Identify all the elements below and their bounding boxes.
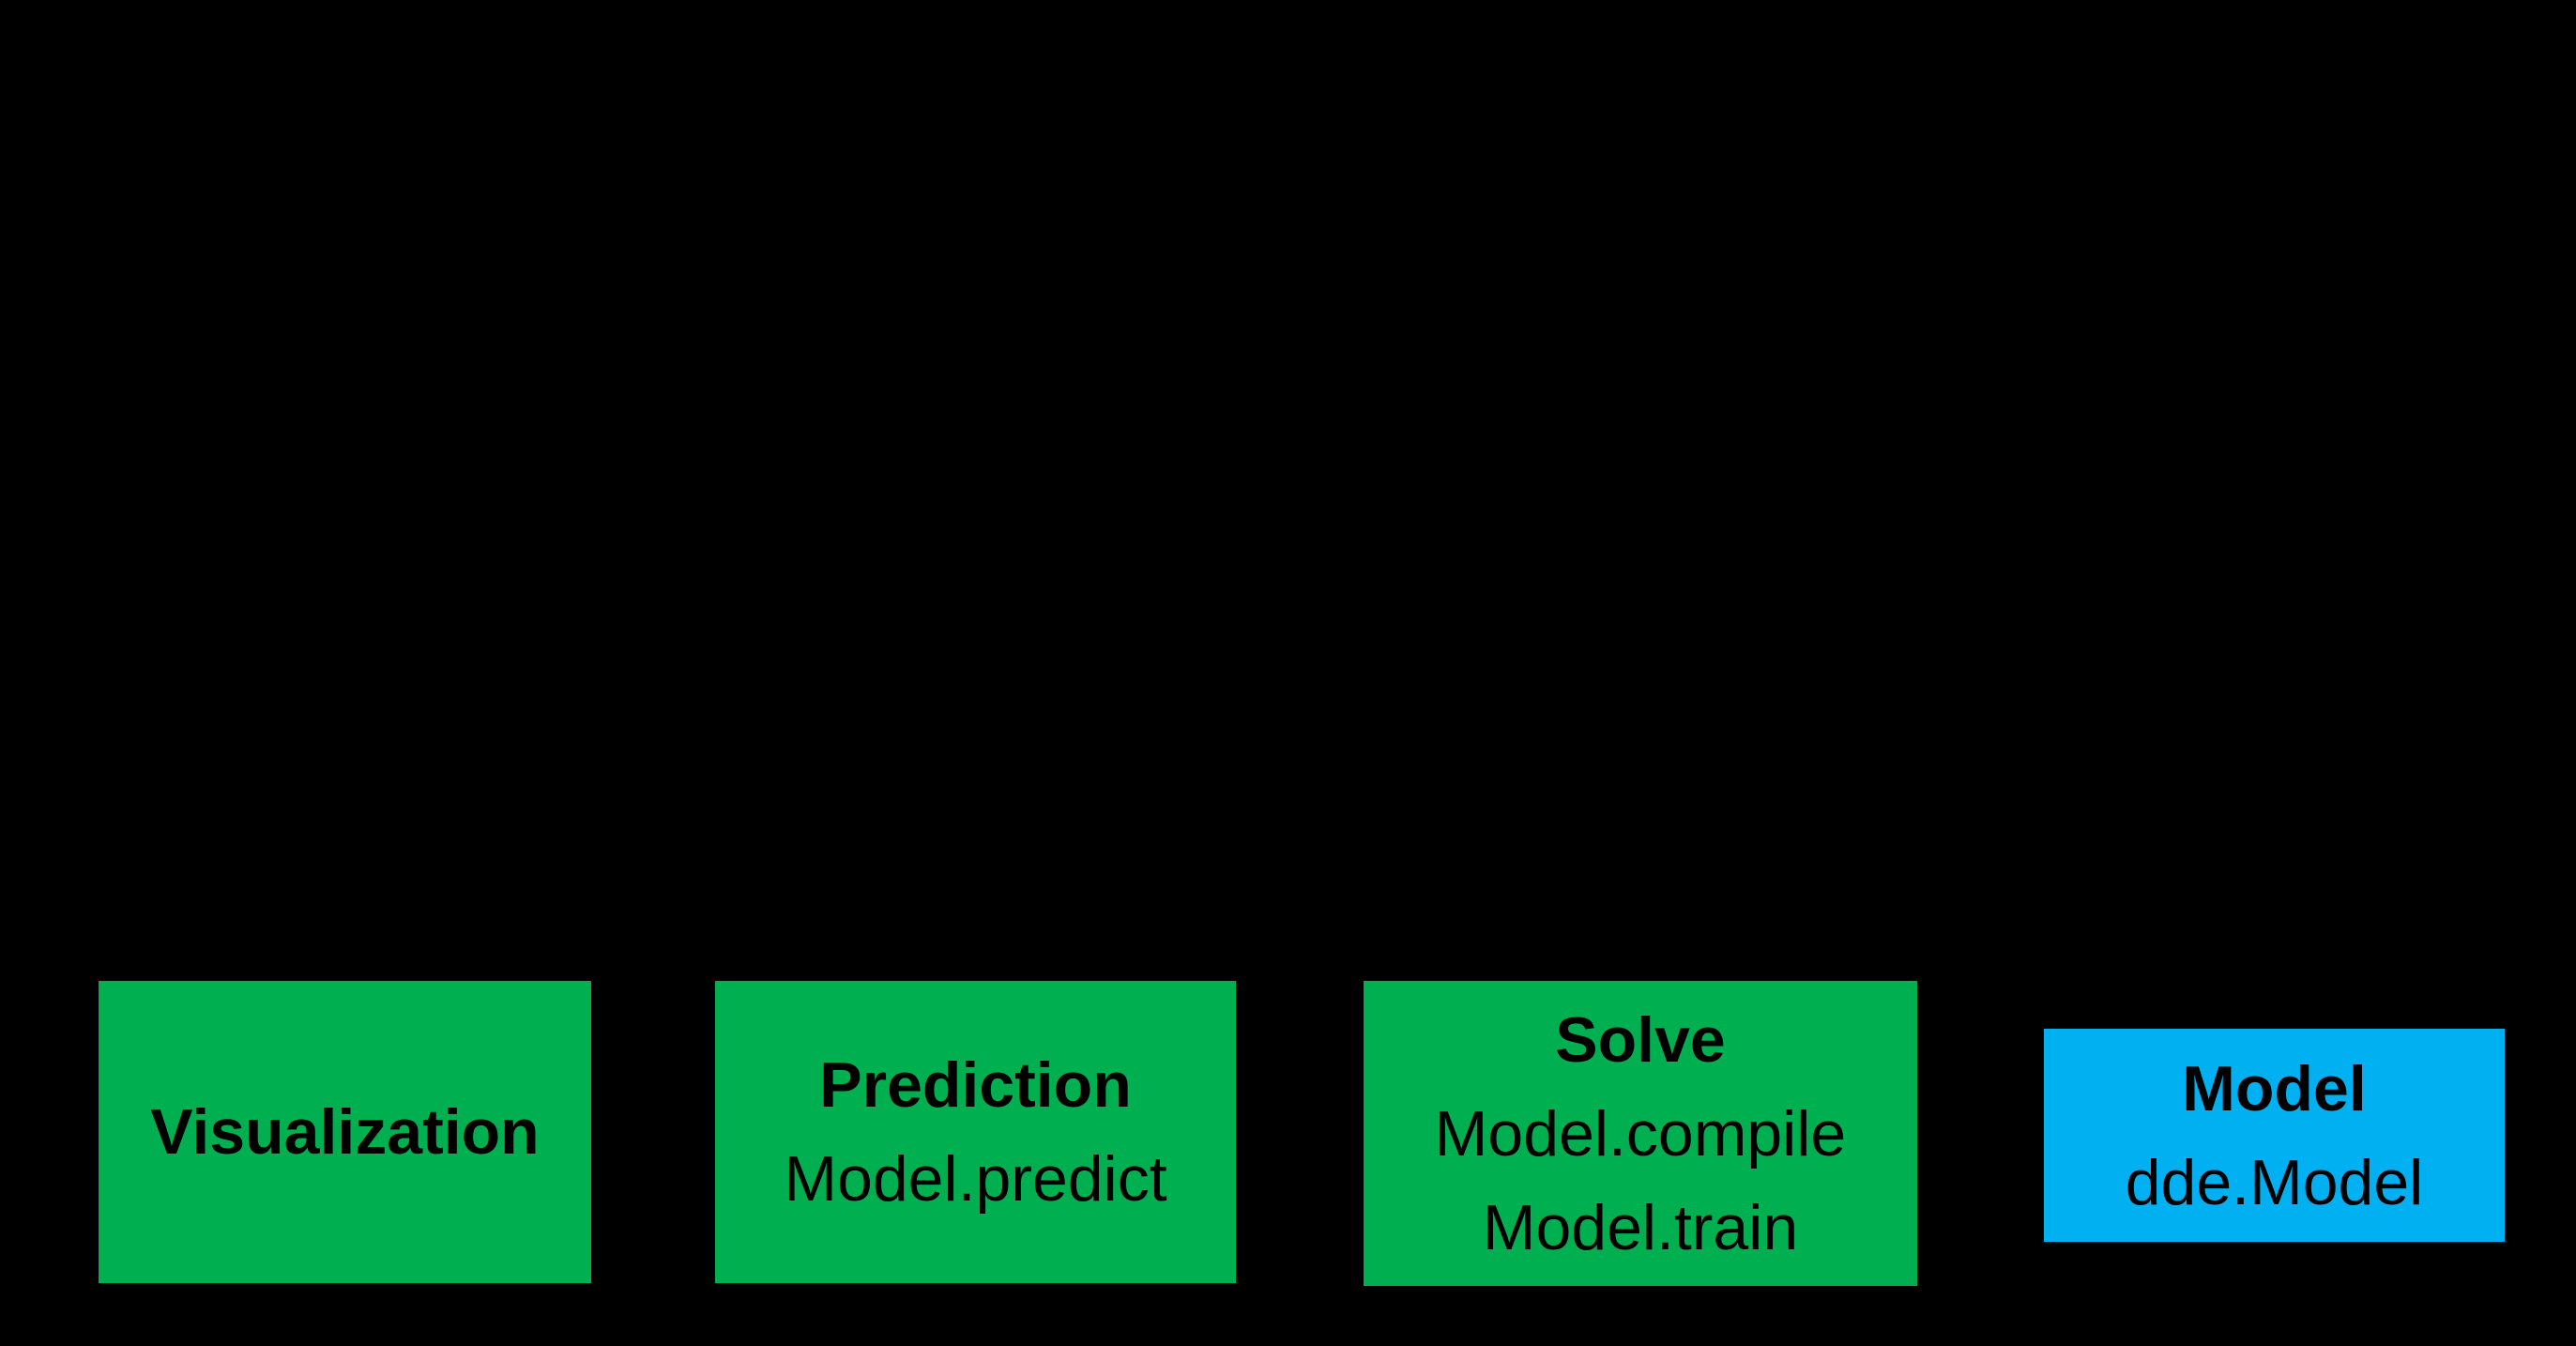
prediction-box-title: Prediction <box>819 1049 1132 1121</box>
solve-box-subtitle-compile: Model.compile <box>1434 1097 1847 1170</box>
solve-box: Solve Model.compile Model.train <box>1364 981 1917 1286</box>
visualization-box-title: Visualization <box>150 1096 540 1168</box>
model-box-title: Model <box>2182 1052 2367 1124</box>
model-box-subtitle: dde.Model <box>2125 1146 2424 1218</box>
prediction-box: Prediction Model.predict <box>715 981 1236 1283</box>
model-box: Model dde.Model <box>2044 1029 2505 1242</box>
visualization-box: Visualization <box>99 981 591 1283</box>
solve-box-subtitle-train: Model.train <box>1482 1191 1799 1263</box>
prediction-box-subtitle: Model.predict <box>784 1143 1167 1215</box>
solve-box-title: Solve <box>1555 1003 1726 1076</box>
